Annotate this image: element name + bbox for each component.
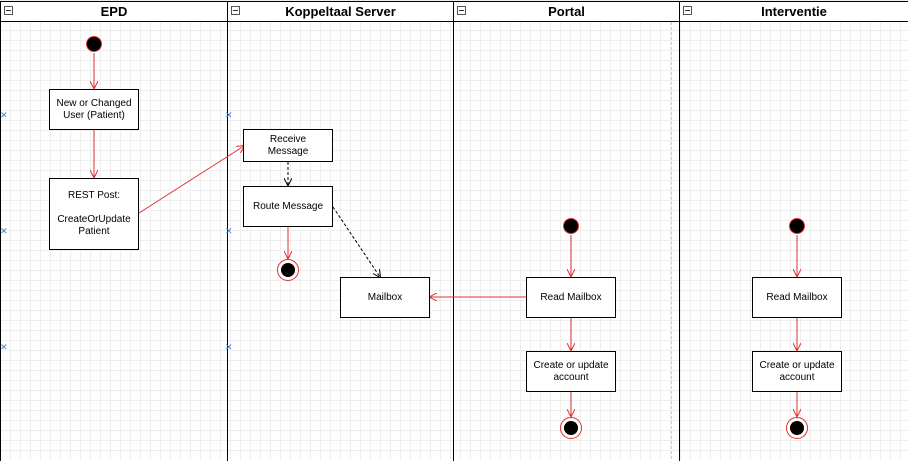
lane-interventie: Interventie (679, 1, 908, 461)
end-node-interventie[interactable] (786, 417, 808, 439)
lane-header-epd[interactable]: EPD (1, 1, 227, 22)
collapse-icon[interactable] (231, 6, 240, 15)
lane-title-portal: Portal (548, 4, 585, 19)
end-node-portal[interactable] (560, 417, 582, 439)
end-node-koppeltaal[interactable] (277, 259, 299, 281)
lane-title-epd: EPD (100, 4, 128, 19)
start-node-epd[interactable] (86, 36, 102, 52)
resize-handle-icon[interactable]: ✕ (225, 226, 233, 236)
lane-koppeltaal: Koppeltaal Server (227, 1, 454, 461)
lane-header-koppeltaal[interactable]: Koppeltaal Server (228, 1, 453, 22)
node-route-message[interactable]: Route Message (243, 186, 333, 227)
resize-handle-icon[interactable]: ✕ (0, 110, 8, 120)
resize-handle-icon[interactable]: ✕ (225, 110, 233, 120)
resize-handle-icon[interactable]: ✕ (225, 342, 233, 352)
node-interventie-create-account[interactable]: Create or update account (752, 351, 842, 392)
node-portal-create-account[interactable]: Create or update account (526, 351, 616, 392)
node-mailbox[interactable]: Mailbox (340, 277, 430, 318)
lane-header-interventie[interactable]: Interventie (680, 1, 908, 22)
guide-line (671, 22, 672, 459)
start-node-interventie[interactable] (789, 218, 805, 234)
lane-title-koppeltaal: Koppeltaal Server (285, 4, 396, 19)
lane-portal: Portal (453, 1, 680, 461)
start-node-portal[interactable] (563, 218, 579, 234)
node-rest-post[interactable]: REST Post: CreateOrUpdate Patient (49, 178, 139, 250)
node-new-or-changed-user[interactable]: New or Changed User (Patient) (49, 89, 139, 130)
collapse-icon[interactable] (683, 6, 692, 15)
lane-header-portal[interactable]: Portal (454, 1, 679, 22)
resize-handle-icon[interactable]: ✕ (0, 342, 8, 352)
collapse-icon[interactable] (457, 6, 466, 15)
lane-title-interventie: Interventie (761, 4, 827, 19)
collapse-icon[interactable] (4, 6, 13, 15)
resize-handle-icon[interactable]: ✕ (0, 226, 8, 236)
node-receive-message[interactable]: Receive Message (243, 129, 333, 162)
node-interventie-read-mailbox[interactable]: Read Mailbox (752, 277, 842, 318)
node-portal-read-mailbox[interactable]: Read Mailbox (526, 277, 616, 318)
